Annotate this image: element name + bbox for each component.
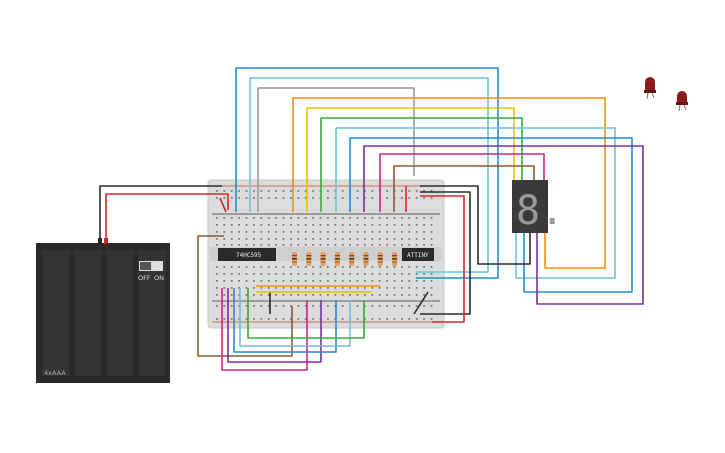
wire-blue [349, 137, 633, 293]
ic-chip-74hc595[interactable]: 74HC595 [218, 248, 276, 261]
wire-grey [257, 87, 415, 212]
led-icon[interactable] [676, 91, 688, 112]
wire-black [420, 185, 531, 265]
resistor-band [320, 255, 326, 257]
wire-yellow [306, 107, 515, 212]
resistor-band [349, 255, 355, 257]
resistor-band [306, 261, 312, 263]
switch-off-label: OFF [138, 274, 151, 282]
microcontroller-label: ATTINY [407, 252, 429, 259]
resistor-band [392, 258, 398, 260]
resistor-band [377, 258, 383, 260]
breadboard[interactable] [207, 179, 445, 329]
breadboard-holes [216, 190, 433, 320]
wire-orange [292, 97, 606, 269]
wire-red [105, 193, 229, 240]
wire-red [219, 197, 227, 213]
wire-black [413, 291, 429, 315]
resistor-band [349, 261, 355, 263]
resistor-band [320, 261, 326, 263]
wire-light-blue [335, 127, 616, 279]
wire-green [247, 288, 365, 339]
wire-magenta [221, 288, 308, 371]
wire-purple [363, 145, 644, 305]
wire-brown [197, 235, 293, 357]
resistor-band [292, 261, 297, 263]
resistor-band [377, 261, 383, 263]
wire-green [320, 117, 523, 212]
wire-red [420, 195, 465, 323]
resistor-band [363, 255, 369, 257]
wire-black [99, 185, 222, 240]
resistor-band [334, 258, 340, 260]
led-icon[interactable] [644, 77, 656, 100]
wire-magenta [379, 153, 545, 212]
resistor-band [320, 258, 326, 260]
resistor-band [363, 258, 369, 260]
resistor-band [377, 255, 383, 257]
shift-register-label: 74HC595 [236, 252, 262, 259]
wire-light-blue [239, 288, 351, 347]
wires [99, 67, 644, 371]
resistor-row [292, 252, 398, 266]
resistor-band [334, 255, 340, 257]
resistor-band [349, 258, 355, 260]
resistor-band [392, 255, 398, 257]
switch-on-label: ON [154, 274, 164, 282]
seven-segment-display-icon[interactable]: 8. [512, 180, 564, 234]
resistor-band [334, 261, 340, 263]
resistor-band [292, 255, 297, 257]
display-digit: 8. [516, 188, 564, 234]
resistor-band [363, 261, 369, 263]
resistor-band [306, 255, 312, 257]
resistor-band [392, 261, 398, 263]
ic-chip-attiny[interactable]: ATTINY [402, 248, 434, 261]
resistor-band [292, 258, 297, 260]
battery-pack-icon[interactable]: OFF ON 4xAAA [36, 238, 170, 383]
wire-purple [227, 288, 322, 363]
wire-blue [233, 288, 337, 353]
battery-label: 4xAAA [44, 369, 66, 377]
resistor-band [306, 258, 312, 260]
wire-black [420, 191, 471, 315]
